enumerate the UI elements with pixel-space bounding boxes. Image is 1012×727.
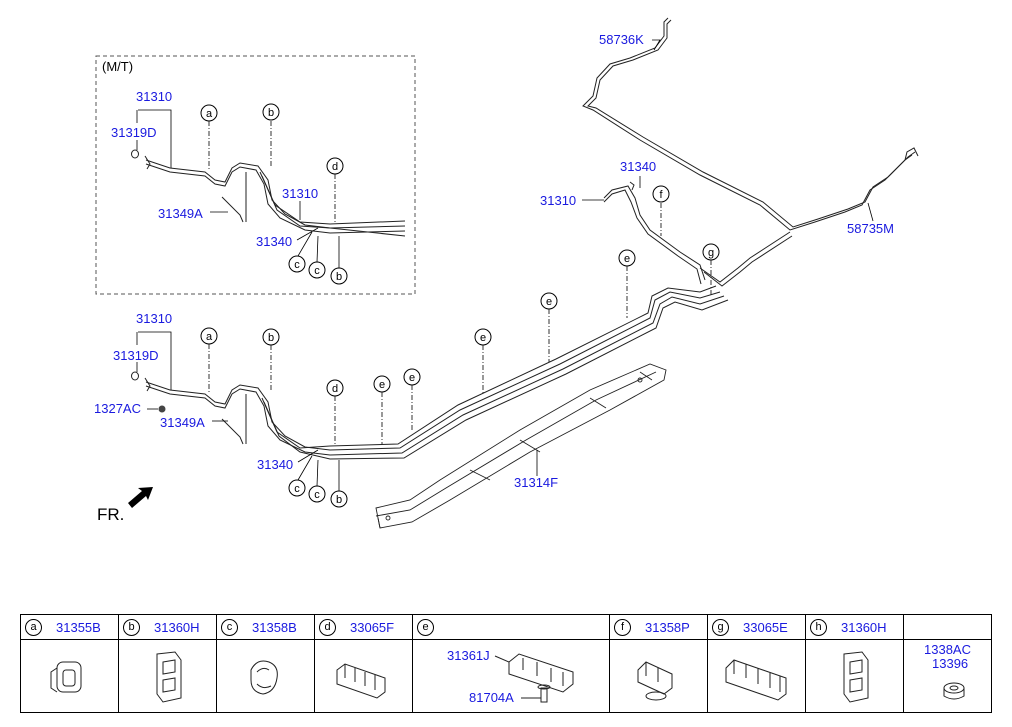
legend-e-part-81704A: 81704A	[469, 690, 514, 705]
clip-c-icon	[250, 660, 278, 695]
rear-vapor-lines	[582, 17, 919, 231]
58736K-label: 58736K	[599, 32, 644, 47]
main-callout-b: b	[268, 332, 274, 344]
mt-pipe-assembly	[131, 149, 406, 237]
mt-31310-label: 31310	[136, 89, 172, 104]
legend-part-13396: 13396	[932, 656, 969, 671]
legend-e-part-31361J: 31361J	[447, 648, 490, 663]
mt-callout-c2: c	[314, 265, 320, 277]
legend-part-d: 33065F	[350, 619, 395, 635]
main-callout-c2: c	[314, 489, 320, 501]
legend-part-a: 31355B	[56, 619, 101, 635]
mt-label: (M/T)	[102, 59, 133, 74]
mt-detail-box	[95, 55, 416, 295]
legend-part-1338AC: 1338AC	[924, 642, 971, 657]
main-31310-label: 31310	[136, 311, 172, 326]
main-pipe-assembly	[131, 285, 729, 460]
rear-31340-label: 31340	[620, 159, 656, 174]
legend-letter-c: c	[221, 618, 238, 636]
front-arrow-icon	[128, 487, 153, 508]
main-callout-d: d	[332, 383, 338, 395]
rear-callout-f: f	[659, 189, 663, 201]
main-31340-label: 31340	[257, 457, 293, 472]
legend-letter-e: e	[417, 618, 434, 636]
main-31319D-label: 31319D	[113, 348, 159, 363]
rear-callout-g: g	[708, 247, 714, 259]
clip-d-icon	[336, 663, 386, 699]
mt-callout-d: d	[332, 161, 338, 173]
mt-31349A-label: 31349A	[158, 206, 203, 221]
clip-b-icon	[156, 651, 182, 703]
front-direction-label: FR.	[97, 505, 124, 524]
protector-31314F	[375, 363, 667, 529]
main-callout-e1: e	[379, 379, 385, 391]
mt-callout-b2: b	[336, 271, 342, 283]
clip-f-icon	[637, 661, 673, 701]
legend-part-c: 31358B	[252, 619, 297, 635]
mt-31319D-label: 31319D	[111, 125, 157, 140]
mt-callout-c1: c	[294, 259, 300, 271]
main-1327AC-label: 1327AC	[94, 401, 141, 416]
legend-letter-a: a	[25, 618, 42, 636]
main-31349A-label: 31349A	[160, 415, 205, 430]
mt-callout-a: a	[206, 108, 213, 120]
main-callout-c1: c	[294, 483, 300, 495]
mt-31310-mid-label: 31310	[282, 186, 318, 201]
nut-icon	[943, 682, 965, 700]
31314F-label: 31314F	[514, 475, 558, 490]
legend-letter-h: h	[810, 618, 827, 636]
rear-callout-e2: e	[546, 296, 552, 308]
legend-part-f: 31358P	[645, 619, 690, 635]
58735M-label: 58735M	[847, 221, 894, 236]
clip-h-icon	[843, 651, 869, 703]
main-callout-e2: e	[409, 372, 415, 384]
legend-letter-f: f	[614, 618, 631, 636]
legend-letter-d: d	[319, 618, 336, 636]
clip-e-icon	[494, 653, 574, 703]
main-callout-b2: b	[336, 494, 342, 506]
mt-31340-label: 31340	[256, 234, 292, 249]
legend-letter-b: b	[123, 618, 140, 636]
main-callout-a: a	[206, 331, 213, 343]
clip-g-icon	[725, 659, 787, 701]
parts-legend-table: a 31355B b 31360H c 31358B d 33065F e f 31358…	[20, 614, 992, 713]
legend-part-h: 31360H	[841, 619, 887, 635]
rear-31310-label: 31310	[540, 193, 576, 208]
mt-callout-b: b	[268, 107, 274, 119]
rear-fuel-lines	[603, 181, 793, 287]
legend-letter-g: g	[712, 618, 729, 636]
legend-part-b: 31360H	[154, 619, 200, 635]
legend-part-g: 33065E	[743, 619, 788, 635]
fuel-line-diagram: (M/T) 31310 31319D 31349A 31310 31340 a …	[94, 17, 919, 529]
clip-a-icon	[50, 661, 82, 693]
rear-callout-e3: e	[624, 253, 630, 265]
rear-callout-e1: e	[480, 332, 486, 344]
